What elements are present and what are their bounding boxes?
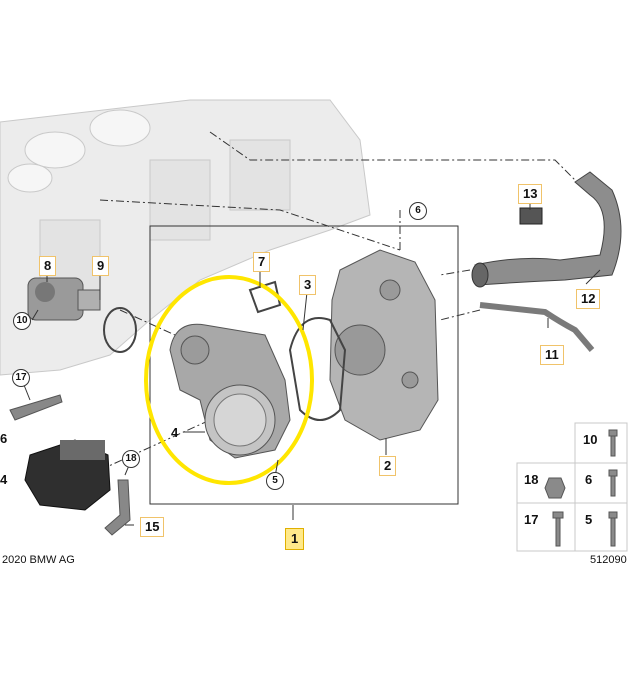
copyright-text: 2020 BMW AG <box>2 554 75 566</box>
assembly-frame <box>149 225 459 505</box>
legend-label-17: 17 <box>524 512 539 527</box>
pump-housing-part <box>329 249 439 441</box>
callout-18: 18 <box>122 450 140 468</box>
o-ring-part <box>103 307 137 353</box>
coolant-pipe-part <box>471 171 622 288</box>
callout-6-left: 6 <box>0 431 8 446</box>
callout-7: 7 <box>253 252 271 272</box>
callout-6: 6 <box>409 202 427 220</box>
sensor-part <box>519 207 543 225</box>
legend-label-18: 18 <box>524 472 539 487</box>
callout-8: 8 <box>39 256 57 276</box>
callout-4-left: 4 <box>0 472 8 487</box>
callout-10: 10 <box>13 312 31 330</box>
legend-label-5: 5 <box>585 512 593 527</box>
callout-11: 11 <box>540 345 564 365</box>
fastener-legend <box>516 422 628 552</box>
hose-part <box>479 302 595 352</box>
callout-13: 13 <box>518 184 543 204</box>
callout-15: 15 <box>140 517 165 537</box>
highlight-ellipse <box>144 275 314 485</box>
diagram-id: 512090 <box>590 554 627 566</box>
callout-5: 5 <box>266 472 284 490</box>
seal-part <box>248 280 282 314</box>
callout-1: 1 <box>285 528 305 550</box>
legend-label-10: 10 <box>583 432 598 447</box>
callout-9: 9 <box>92 256 110 276</box>
fastener-icons <box>544 429 618 547</box>
callout-12: 12 <box>576 289 601 309</box>
legend-label-6: 6 <box>585 472 593 487</box>
bracket-part <box>9 394 63 421</box>
callout-17: 17 <box>12 369 30 387</box>
callout-2: 2 <box>379 456 397 476</box>
guide-lines <box>99 131 576 471</box>
thermostat-part <box>27 277 101 321</box>
clamp-part <box>104 479 131 536</box>
water-pump-part <box>169 323 291 459</box>
callout-4: 4 <box>171 425 179 440</box>
aux-pump-part <box>24 439 111 511</box>
callout-3: 3 <box>299 275 317 295</box>
